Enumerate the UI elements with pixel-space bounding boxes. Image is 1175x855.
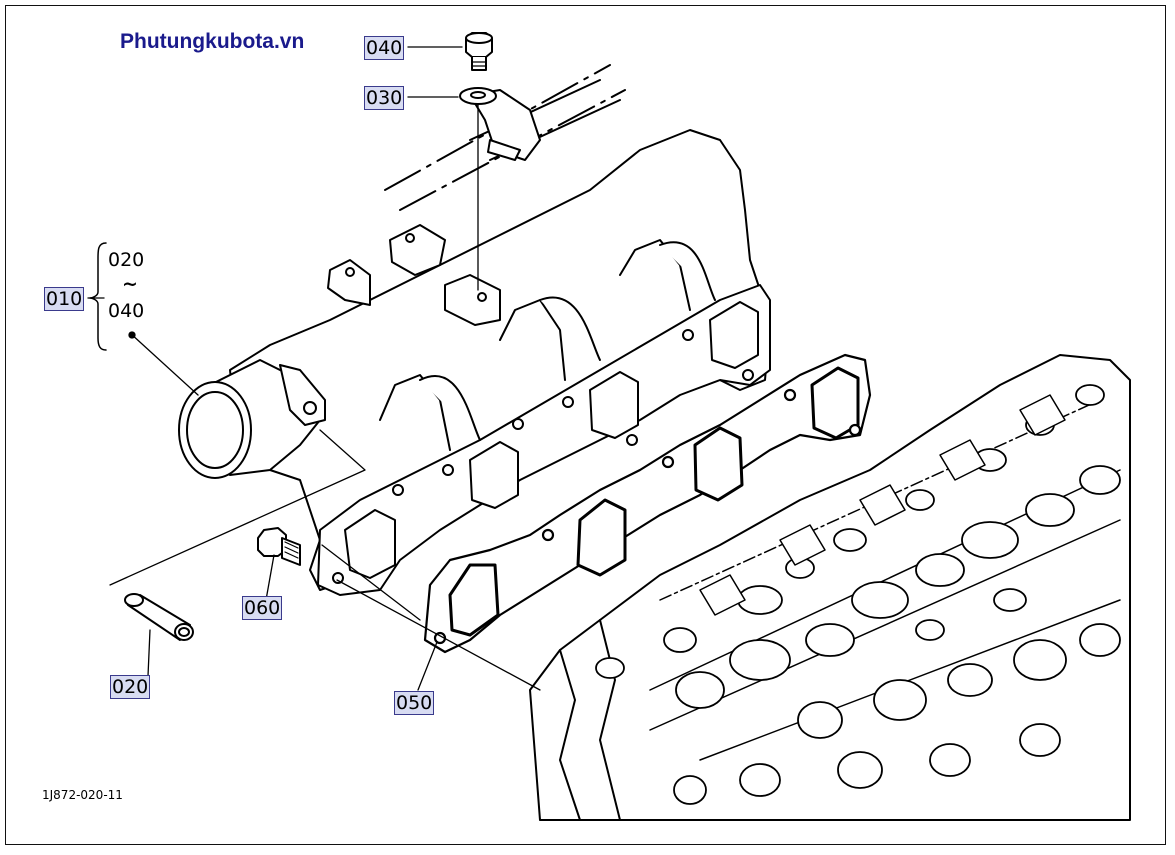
bolt-060 xyxy=(257,527,301,566)
brand-watermark: Phutungkubota.vn xyxy=(120,30,305,53)
drawing-code: 1J872-020-11 xyxy=(42,788,123,802)
dowel-pin-020 xyxy=(124,593,194,641)
bolt-040 xyxy=(465,32,493,71)
gasket-050 xyxy=(423,353,872,654)
callout-060-bolt[interactable]: 060 xyxy=(242,596,283,620)
drawing-frame xyxy=(5,5,1166,845)
range-start-020: 020 xyxy=(108,249,145,271)
callout-040-bolt[interactable]: 040 xyxy=(364,36,405,60)
leader-lines xyxy=(87,46,541,691)
callout-020-dowel-pin[interactable]: 020 xyxy=(110,675,151,699)
callout-030-washer[interactable]: 030 xyxy=(364,86,405,110)
intake-manifold-010 xyxy=(178,129,771,596)
callout-050-gasket[interactable]: 050 xyxy=(394,691,435,715)
range-end-040: 040 xyxy=(108,300,145,322)
washer-030 xyxy=(459,87,497,105)
callout-010-manifold[interactable]: 010 xyxy=(44,287,85,311)
cylinder-head xyxy=(529,354,1131,821)
pipe-bracket xyxy=(384,64,626,211)
range-separator: ~ xyxy=(122,273,138,295)
